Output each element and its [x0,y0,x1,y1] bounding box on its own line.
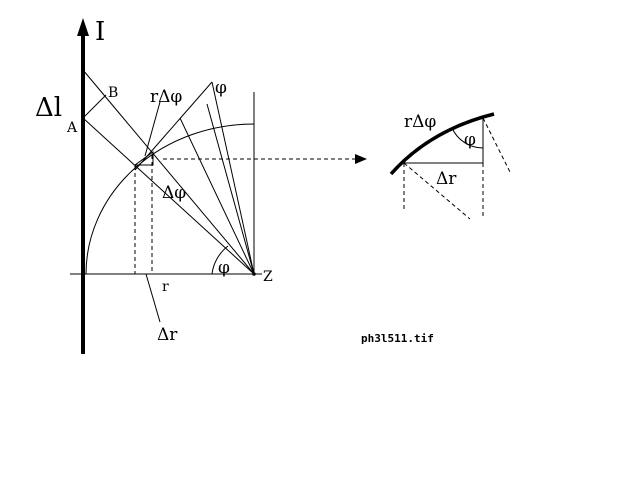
ray-phi [211,81,255,275]
phi-top-label: φ [215,78,227,98]
inset-dashed-diagonal [403,162,471,220]
dphi-mid-label: Δφ [162,183,186,203]
point-Z-label: Z [263,269,273,285]
r-label: r [162,279,169,295]
phi-bottom-label: φ [218,258,230,278]
axis-I-label: I [95,17,105,47]
inset-phi-label: φ [464,130,476,150]
inset-dashed-radial [482,117,511,173]
current-axis-arrowhead [77,18,89,36]
ray-to-top [82,69,255,275]
ray-phi-3 [206,103,255,275]
inset-r-dphi-label: rΔφ [404,112,436,132]
inset-dr-label: Δr [436,169,457,189]
r-dphi-top-label: rΔφ [150,87,182,107]
main-figure: I Δl A B rΔφ φ Δφ φ Z r Δr [35,17,367,354]
inset-figure: rΔφ φ Δr [389,112,511,220]
ray-phi-2 [179,117,255,275]
inset-phi-arc [451,127,484,149]
line-A-B [82,94,107,119]
inset-thick-arc [389,112,495,176]
r-dphi-pointer [144,101,161,157]
phi-angle-arc [211,245,229,275]
point-z-dot [252,272,256,276]
dr-label: Δr [157,325,178,345]
file-caption: ph3l511.tif [361,332,434,345]
point-B-label: B [108,85,118,101]
element-triangle [133,151,154,166]
delta-l-label: Δl [35,93,62,123]
dr-pointer [145,273,161,323]
point-A-label: A [66,120,78,136]
